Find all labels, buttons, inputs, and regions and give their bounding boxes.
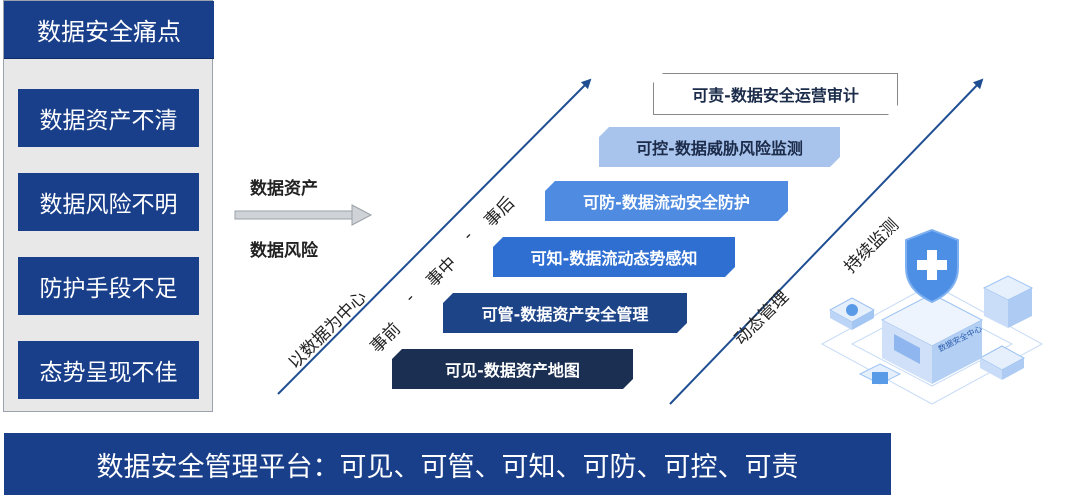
- flow-arrow: [234, 204, 373, 226]
- step-knowable: 可知-数据流动态势感知: [493, 237, 735, 277]
- central-building: 数据安全中心: [880, 293, 984, 384]
- flow-label-risks: 数据风险: [250, 241, 318, 261]
- flow-label-assets: 数据资产: [250, 179, 318, 199]
- shield-plus-icon: [905, 228, 959, 304]
- pain-point-visibility-poor: 态势呈现不佳: [18, 341, 199, 399]
- pain-point-risk-unclear: 数据风险不明: [18, 173, 199, 231]
- side-block-left: [828, 297, 876, 330]
- pain-point-protection-insufficient: 防护手段不足: [18, 257, 199, 315]
- step-manageable: 可管-数据资产安全管理: [443, 293, 687, 333]
- step-controllable: 可控-数据威胁风险监测: [599, 127, 840, 167]
- side-block-right: [982, 275, 1034, 328]
- platform-summary-bar: 数据安全管理平台：可见、可管、可知、可防、可控、可责: [4, 433, 891, 495]
- security-center-illustration: 数据安全中心: [820, 228, 1044, 405]
- pain-points-title: 数据安全痛点: [4, 1, 214, 59]
- side-block-bottom-right: [978, 345, 1026, 380]
- left-axis-arrow: [277, 78, 592, 395]
- right-axis-arrow: [669, 78, 984, 405]
- step-accountable: 可责-数据安全运营审计: [653, 73, 898, 115]
- side-block-bottom-left: [858, 363, 902, 385]
- step-preventable: 可防-数据流动安全防护: [545, 181, 788, 221]
- pain-points-panel: 数据安全痛点 数据资产不清 数据风险不明 防护手段不足 态势呈现不佳: [3, 0, 214, 412]
- pain-point-assets-unclear: 数据资产不清: [18, 89, 199, 147]
- step-visible: 可见-数据资产地图: [392, 349, 633, 389]
